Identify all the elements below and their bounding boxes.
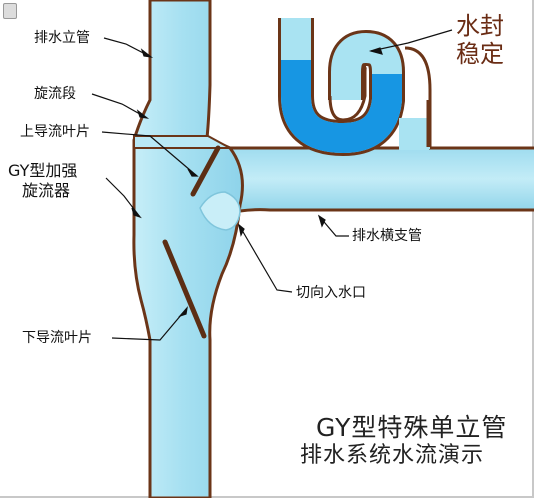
leader-lines [91, 29, 453, 341]
label-swirl-section: 旋流段 [34, 86, 76, 102]
water-seal-trap [278, 18, 432, 156]
lower-vane [162, 239, 207, 339]
title-line2: 排水系统水流演示 [300, 443, 485, 468]
label-drain-stack: 排水立管 [34, 30, 90, 46]
upper-vane [190, 145, 221, 197]
label-lower-vane: 下导流叶片 [22, 330, 92, 346]
label-gy-cyclone-line2: 旋流器 [22, 181, 71, 200]
label-upper-vane: 上导流叶片 [20, 124, 90, 140]
drain-stack [132, 0, 244, 498]
label-tangent-inlet: 切向入水口 [296, 285, 366, 301]
label-branch-pipe: 排水横支管 [352, 228, 422, 244]
label-water-seal-line2: 稳定 [456, 40, 504, 68]
corner-icon [3, 3, 17, 19]
branch-pipe [210, 146, 534, 213]
title-line1: GY型特殊单立管 [316, 413, 508, 442]
label-gy-cyclone-line1: GY型加强 [8, 161, 78, 180]
swirl-ring [133, 135, 231, 149]
label-water-seal-line1: 水封 [456, 12, 504, 40]
tangent-inlet [199, 191, 241, 231]
